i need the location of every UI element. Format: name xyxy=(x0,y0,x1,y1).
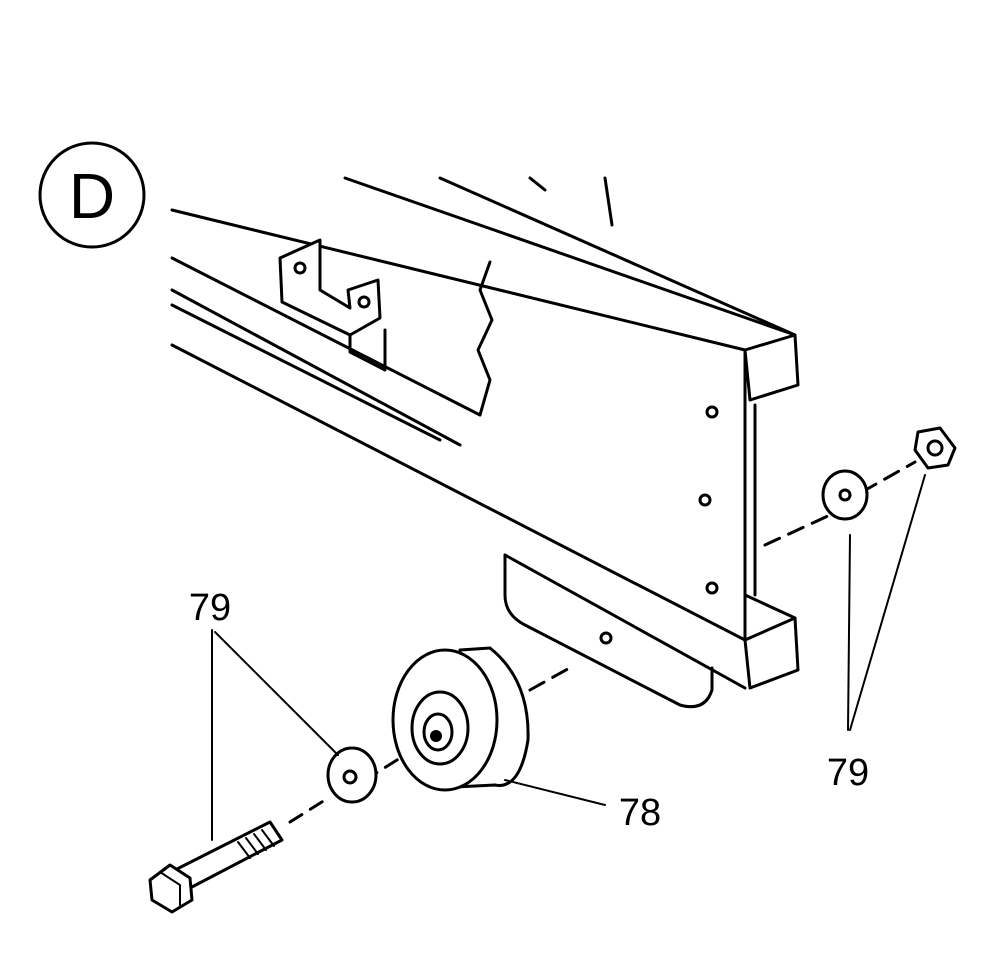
left-leader-2 xyxy=(214,631,339,756)
left-washer-hole xyxy=(342,769,358,785)
roller-axle-hole xyxy=(430,730,442,742)
bracket-body xyxy=(278,238,382,337)
bottom-cap-top xyxy=(743,593,797,620)
beam-bottom-edge xyxy=(170,343,747,642)
roller-face xyxy=(391,648,499,792)
roller-bearing xyxy=(422,712,454,752)
right-hardware: 79 xyxy=(763,426,957,794)
right-nut xyxy=(913,426,957,470)
post-line xyxy=(528,176,547,192)
bracket-hole xyxy=(357,295,371,309)
frame-beam xyxy=(170,176,800,709)
left-centerline-2 xyxy=(288,798,327,824)
callout-right: 79 xyxy=(827,752,869,794)
roller: 78 xyxy=(391,646,661,834)
plate-hole xyxy=(698,493,712,507)
lower-plate-edge xyxy=(503,553,747,690)
plate-hole xyxy=(599,631,613,645)
bracket xyxy=(278,238,387,372)
break-line xyxy=(476,260,494,417)
right-leader-2 xyxy=(849,474,926,731)
beam-top-edge-rear xyxy=(438,176,797,337)
plate-hole xyxy=(705,405,719,419)
post-line-2 xyxy=(603,176,614,227)
beam-top-edge xyxy=(343,176,797,337)
right-centerline-2 xyxy=(860,460,917,494)
left-hardware: 79 xyxy=(148,587,407,914)
view-marker: D xyxy=(38,141,146,249)
view-marker-circle xyxy=(38,141,146,249)
plate-hole xyxy=(705,581,719,595)
roller-hub xyxy=(410,690,470,766)
bolt-head xyxy=(148,863,194,914)
right-nut-hole xyxy=(926,439,944,457)
lower-member-mid xyxy=(170,288,462,447)
left-washer xyxy=(326,746,378,804)
right-leader-1 xyxy=(847,534,851,731)
right-washer-hole xyxy=(838,488,852,502)
mount-plate xyxy=(503,553,714,709)
bottom-end-cap xyxy=(743,616,800,690)
roller-centerline xyxy=(528,663,577,692)
lower-member-inner xyxy=(170,303,442,442)
bolt-head-facets xyxy=(159,871,181,906)
bracket-lower xyxy=(348,328,387,372)
view-marker-letter: D xyxy=(69,160,115,232)
bracket-hole xyxy=(293,261,307,275)
lower-member-top xyxy=(170,256,482,417)
beam-front-top-edge xyxy=(170,208,747,352)
bolt-threads xyxy=(237,829,275,859)
callout-left: 79 xyxy=(189,587,231,629)
callout-roller: 78 xyxy=(619,792,661,834)
roller-leader xyxy=(504,779,606,806)
top-end-cap xyxy=(743,333,800,402)
right-washer xyxy=(821,469,869,521)
right-centerline xyxy=(763,513,832,547)
